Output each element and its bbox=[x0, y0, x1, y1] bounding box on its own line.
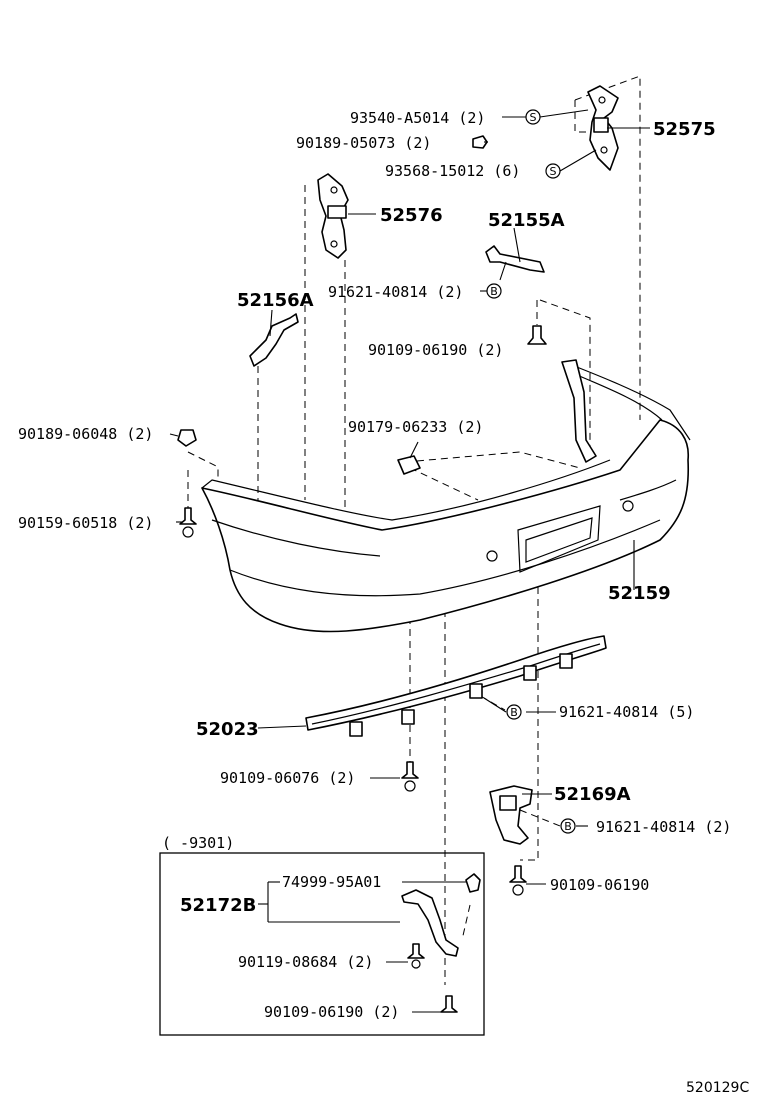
marker-s-93540: S bbox=[525, 109, 541, 125]
svg-text:S: S bbox=[530, 111, 537, 124]
label-52575: 52575 bbox=[653, 119, 716, 140]
label-90109-06190-2-inset: 90109-06190 (2) bbox=[264, 1003, 399, 1021]
label-52155a: 52155A bbox=[488, 210, 565, 231]
label-91621-40814-5: 91621-40814 (5) bbox=[559, 703, 694, 721]
inset-range-label: ( -9301) bbox=[162, 834, 234, 852]
label-90119-08684: 90119-08684 (2) bbox=[238, 953, 373, 971]
label-91621-40814-bottom: 91621-40814 (2) bbox=[596, 818, 731, 836]
label-90189-05073: 90189-05073 (2) bbox=[296, 134, 431, 152]
leader-lines bbox=[169, 109, 650, 1013]
bracket-52172b bbox=[401, 873, 481, 957]
label-90109-06076: 90109-06076 (2) bbox=[220, 769, 355, 787]
label-93568-15012: 93568-15012 (6) bbox=[385, 162, 520, 180]
svg-text:B: B bbox=[490, 285, 498, 298]
svg-text:B: B bbox=[564, 820, 572, 833]
fasteners bbox=[177, 135, 547, 1013]
label-90189-06048: 90189-06048 (2) bbox=[18, 425, 153, 443]
bracket-52156a bbox=[249, 313, 299, 367]
bumper-cover-52159 bbox=[201, 359, 691, 633]
bracket-52576 bbox=[317, 173, 349, 259]
label-52159: 52159 bbox=[608, 583, 671, 604]
label-90109-06190-2-top: 90109-06190 (2) bbox=[368, 341, 503, 359]
figure-code: 520129C bbox=[686, 1080, 749, 1096]
label-52169a: 52169A bbox=[554, 784, 631, 805]
marker-s-93568: S bbox=[545, 163, 561, 179]
reinforcement-52023 bbox=[305, 635, 607, 737]
label-52156a: 52156A bbox=[237, 290, 314, 311]
label-90179-06233: 90179-06233 (2) bbox=[348, 418, 483, 436]
svg-text:S: S bbox=[550, 165, 557, 178]
inset-frame bbox=[159, 852, 485, 1036]
label-93540-a5014: 93540-A5014 (2) bbox=[350, 109, 485, 127]
label-52023: 52023 bbox=[196, 719, 259, 740]
bracket-52155a bbox=[485, 245, 545, 273]
label-91621-40814-top: 91621-40814 (2) bbox=[328, 283, 463, 301]
marker-b-52155a: B bbox=[486, 283, 502, 299]
label-90109-06190: 90109-06190 bbox=[550, 876, 649, 894]
marker-b-52169a: B bbox=[560, 818, 576, 834]
alignment-lines bbox=[187, 75, 641, 985]
label-52576: 52576 bbox=[380, 205, 443, 226]
label-90159-60518: 90159-60518 (2) bbox=[18, 514, 153, 532]
marker-b-52023: B bbox=[506, 704, 522, 720]
label-74999-95a01: 74999-95A01 bbox=[282, 873, 381, 891]
label-52172b: 52172B bbox=[180, 895, 256, 916]
bracket-52575 bbox=[587, 85, 619, 171]
bracket-52169a bbox=[489, 785, 533, 845]
svg-text:B: B bbox=[510, 706, 518, 719]
